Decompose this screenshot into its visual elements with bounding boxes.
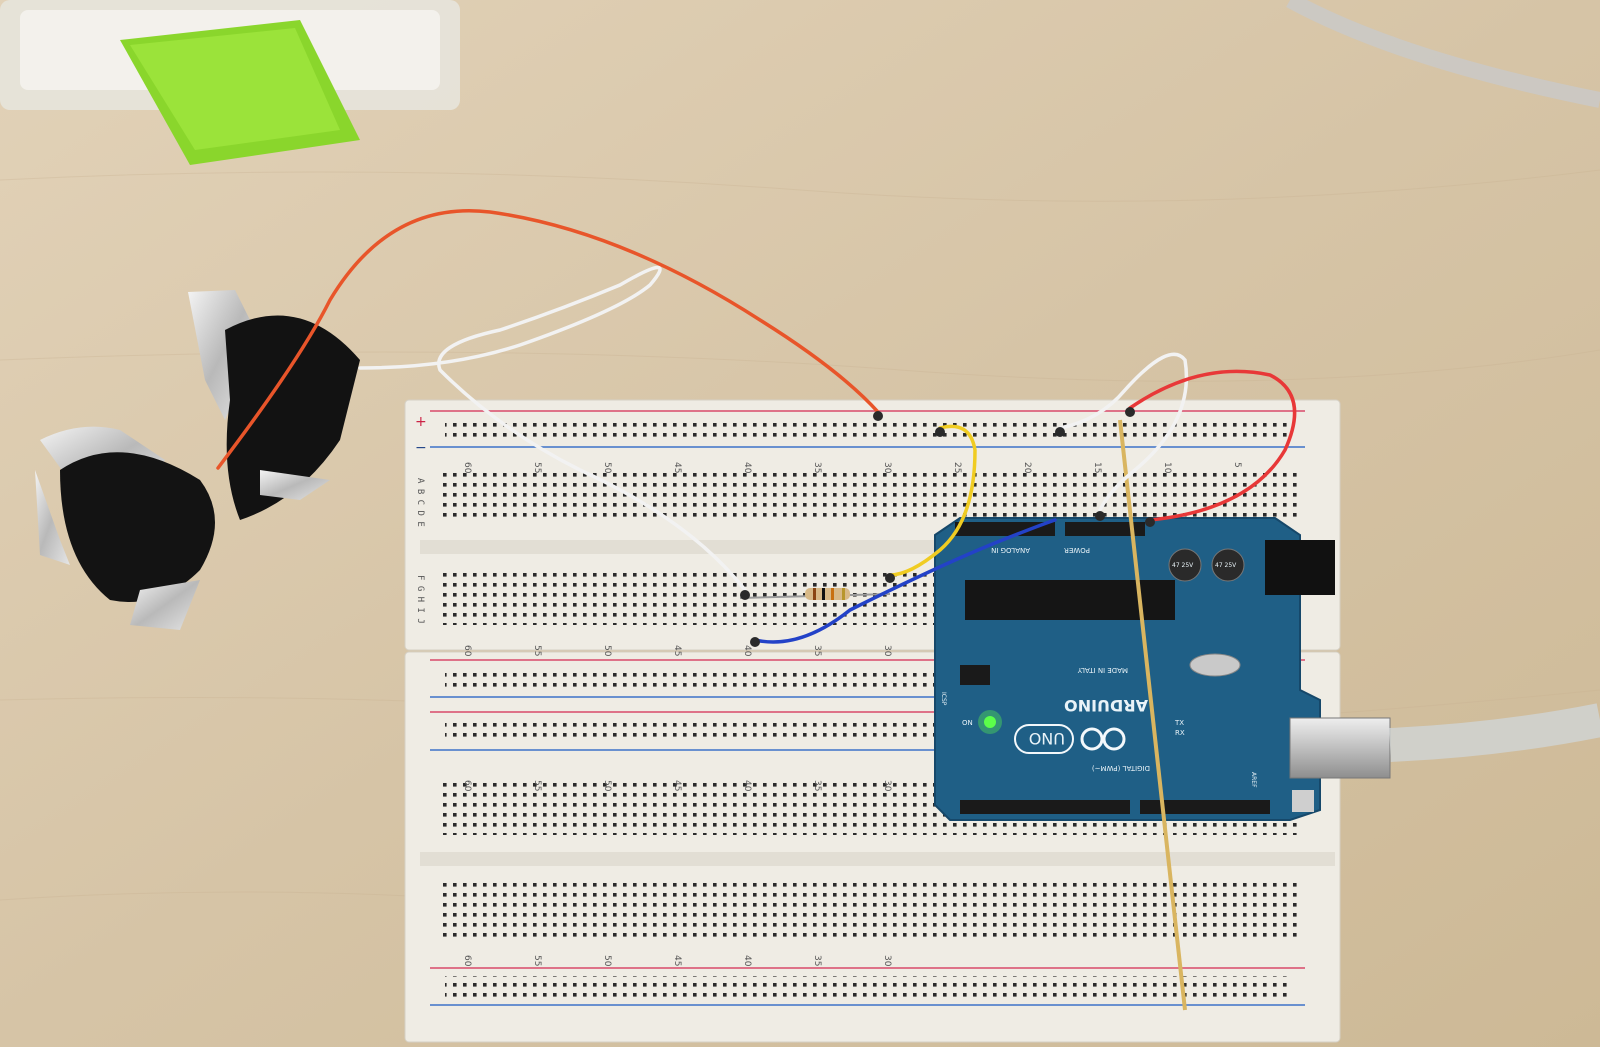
power-label: POWER [1064,546,1090,554]
column-number: 60 [462,780,472,792]
wire-plugs [740,407,1155,647]
tx-label: TX [1174,719,1184,727]
crystal [1189,653,1241,677]
foil-sensor-2 [35,426,215,630]
column-number: 55 [532,780,542,791]
wire-orange [216,209,880,470]
column-number: 40 [742,462,752,474]
column-number: 30 [882,780,892,792]
column-number: 45 [672,462,682,473]
column-number: 40 [742,645,752,657]
icsp-header [960,665,990,685]
row-letters-bottom: F G H I J [415,575,425,624]
capacitor-1-label: 47 25V [1172,562,1194,569]
uno-logo: UNO [1014,724,1126,754]
column-number: 20 [1022,462,1032,474]
column-number: 45 [672,645,682,656]
column-number: 10 [1162,462,1172,474]
column-number: 55 [532,955,542,966]
power-led [984,716,996,728]
row-letters-top: A B C D E [415,478,425,527]
column-number: 60 [462,462,472,474]
column-number: 35 [812,955,822,966]
rubber-band [1118,419,1187,1011]
column-number: 60 [462,955,472,967]
foil-sensor-1 [188,290,360,520]
column-number: 15 [1092,462,1102,473]
column-number: 5 [1232,462,1242,468]
wire-white-arduino [1058,352,1189,512]
on-label: ON [962,719,973,727]
column-number: 30 [882,645,892,657]
icsp-label: ICSP [940,692,947,706]
column-number: 55 [532,462,542,473]
reset-button [1292,790,1314,812]
wire-yellow [888,424,977,577]
wire-blue [753,518,1057,644]
column-number: 45 [672,955,682,966]
atmega-chip [965,580,1175,620]
rail-plus-label: + [415,414,427,430]
usb-socket [1289,717,1391,779]
digital-label: DIGITAL (PWM~) [1092,764,1150,772]
column-number: 50 [602,780,612,792]
arduino-uno-board: 47 25V 47 25V UNO ARDUINO MADE IN ITALY … [934,517,1391,821]
column-number: 30 [882,955,892,967]
analog-label: ANALOG IN [991,546,1030,554]
aref-label: AREF [1250,772,1257,788]
jumper-wires [216,209,1297,644]
rx-label: RX [1175,729,1185,737]
usb-cable [1389,703,1600,762]
column-number: 60 [462,645,472,657]
wire-red [1128,369,1297,522]
column-number: 45 [672,780,682,791]
capacitor-1 [1168,548,1202,582]
usb-cable-top [1286,0,1600,108]
column-number: 25 [952,462,962,473]
column-number: 50 [602,955,612,967]
column-number: 40 [742,780,752,792]
column-number: 35 [812,645,822,656]
capacitor-2 [1211,548,1245,582]
capacitor-2-label: 47 25V [1215,562,1237,569]
column-number: 50 [602,645,612,657]
parts-box [0,0,460,165]
wire-white-sensor [358,265,747,592]
model-text: UNO [1029,729,1065,748]
column-number: 55 [532,645,542,656]
column-number: 35 [812,462,822,473]
resistor [739,588,891,600]
made-in-text: MADE IN ITALY [1077,666,1128,674]
power-jack [1265,540,1335,595]
rail-minus-label: − [415,440,427,456]
brand-text: ARDUINO [1064,696,1148,715]
column-number: 35 [812,780,822,791]
column-number: 50 [602,462,612,474]
column-number: 40 [742,955,752,967]
column-number: 30 [882,462,892,474]
